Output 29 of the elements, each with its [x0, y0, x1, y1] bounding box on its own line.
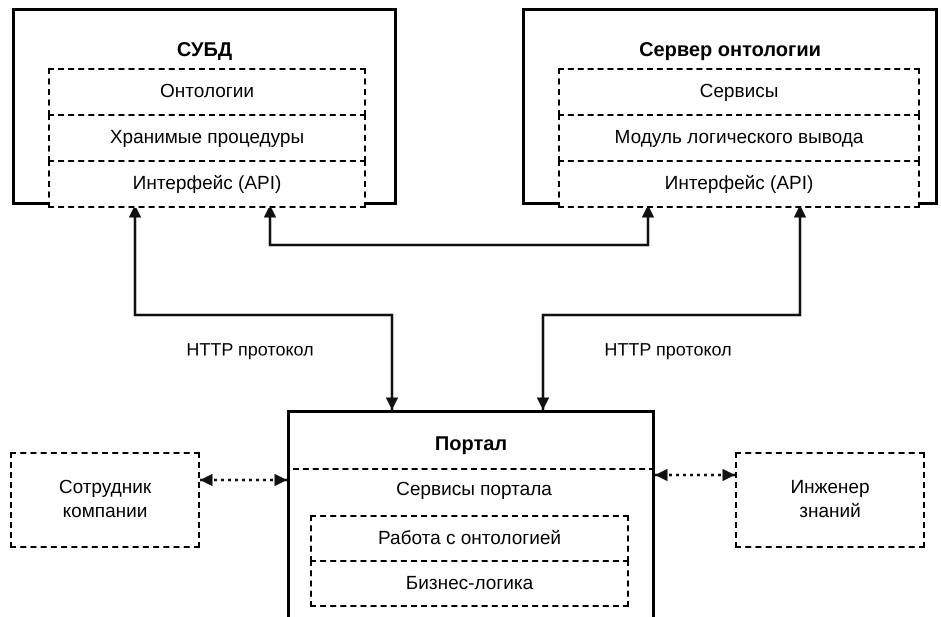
- layer-box: [558, 160, 920, 208]
- box-title: Портал: [434, 432, 508, 457]
- component-box: [287, 410, 655, 617]
- box-label: Онтологии: [160, 80, 254, 104]
- layer-box: [558, 68, 920, 116]
- box-label: Интерфейс (API): [664, 172, 814, 196]
- box-title: СУБД: [176, 38, 234, 63]
- box-label: Модуль логического вывода: [614, 126, 864, 150]
- layer-box: [558, 114, 920, 162]
- box-label: Инженер знаний: [789, 476, 871, 524]
- layer-box: [48, 160, 366, 208]
- layer-box: [48, 114, 366, 162]
- component-box: [12, 8, 397, 205]
- box-title: Сервисы портала: [395, 478, 553, 502]
- box-label: Бизнес-логика: [406, 572, 534, 596]
- box-title: Сервер онтологии: [638, 38, 822, 63]
- layer-box: [48, 68, 366, 116]
- dotted-arrow: [200, 474, 287, 486]
- module-box: [310, 515, 629, 562]
- box-label: Интерфейс (API): [132, 172, 282, 196]
- component-box: [522, 8, 938, 205]
- module-box: [310, 560, 629, 607]
- box-label: Работа с онтологией: [378, 526, 562, 550]
- box-label: Сотрудник компании: [58, 476, 152, 524]
- dotted-arrow: [655, 468, 735, 482]
- actor-box: [10, 452, 200, 548]
- box-label: Хранимые процедуры: [110, 126, 304, 150]
- box-label: Сервисы: [700, 80, 778, 104]
- actor-box: [735, 452, 925, 548]
